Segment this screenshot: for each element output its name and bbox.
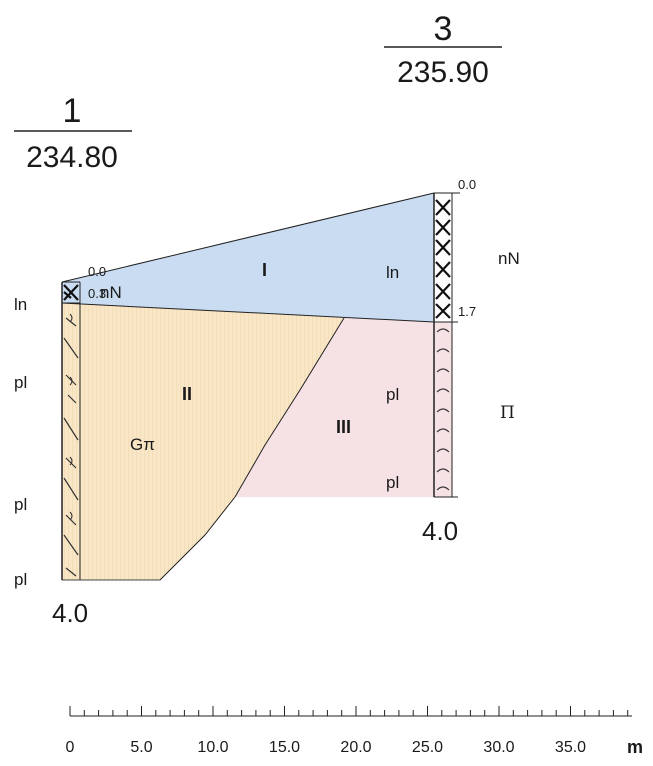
borehole-3-elevation: 235.90 (397, 56, 489, 89)
layer-ii-fill (62, 303, 344, 580)
scale-tick-label: 15.0 (269, 739, 300, 756)
layer-i-label: I (262, 260, 267, 280)
layer-iii-label: III (336, 417, 351, 437)
borehole-1-bottom-depth: 4.0 (52, 598, 88, 628)
borehole-1-depth-layer: 0.3 (88, 286, 106, 301)
layer-ii-label: II (182, 384, 192, 404)
borehole-1-label-ln: ln (14, 295, 27, 314)
borehole-3-bottom-depth: 4.0 (422, 516, 458, 546)
scale-tick-label: 35.0 (555, 739, 586, 756)
layer-iii-fill (235, 318, 452, 497)
borehole-3-number: 3 (434, 10, 453, 48)
borehole-1-label-pl-3: pl (14, 570, 27, 589)
layer-i-fill (62, 193, 434, 322)
layer-ii-code: Gπ (130, 435, 155, 454)
scale-tick-label: 10.0 (197, 739, 228, 756)
borehole-3-label-ln: ln (386, 263, 399, 282)
borehole-3-label-pl-2: pl (386, 473, 399, 492)
scale-tick-label: 30.0 (483, 739, 514, 756)
scale-tick-label: 20.0 (340, 739, 371, 756)
borehole-3-depth-top: 0.0 (458, 177, 476, 192)
borehole-1-label-pl-2: pl (14, 495, 27, 514)
scale-unit-label: m (627, 737, 643, 757)
layer-i-code: nN (100, 283, 122, 302)
layer-i-base-line (61, 302, 435, 323)
borehole-1-depth-top: 0.0 (88, 264, 106, 279)
borehole-3-label-pl-1: pl (386, 385, 399, 404)
borehole-1-label-pl-1: pl (14, 373, 27, 392)
borehole-1-elevation: 234.80 (26, 141, 118, 174)
borehole-1-number: 1 (63, 92, 82, 130)
scale-tick-label: 25.0 (412, 739, 443, 756)
scale-bar: 0 5.0 10.0 15.0 20.0 25.0 30.0 35.0 m (66, 706, 643, 757)
borehole-3-column (433, 192, 460, 498)
borehole-3-depth-layer: 1.7 (458, 304, 476, 319)
borehole-3-label-pi: Π (500, 403, 515, 423)
layer-ii-iii-boundary (159, 317, 345, 581)
scale-tick-label: 5.0 (130, 739, 152, 756)
borehole-3-label-nN: nN (498, 249, 520, 268)
surface-line (61, 192, 435, 283)
scale-tick-label: 0 (66, 739, 75, 756)
borehole-1-column (61, 281, 81, 580)
